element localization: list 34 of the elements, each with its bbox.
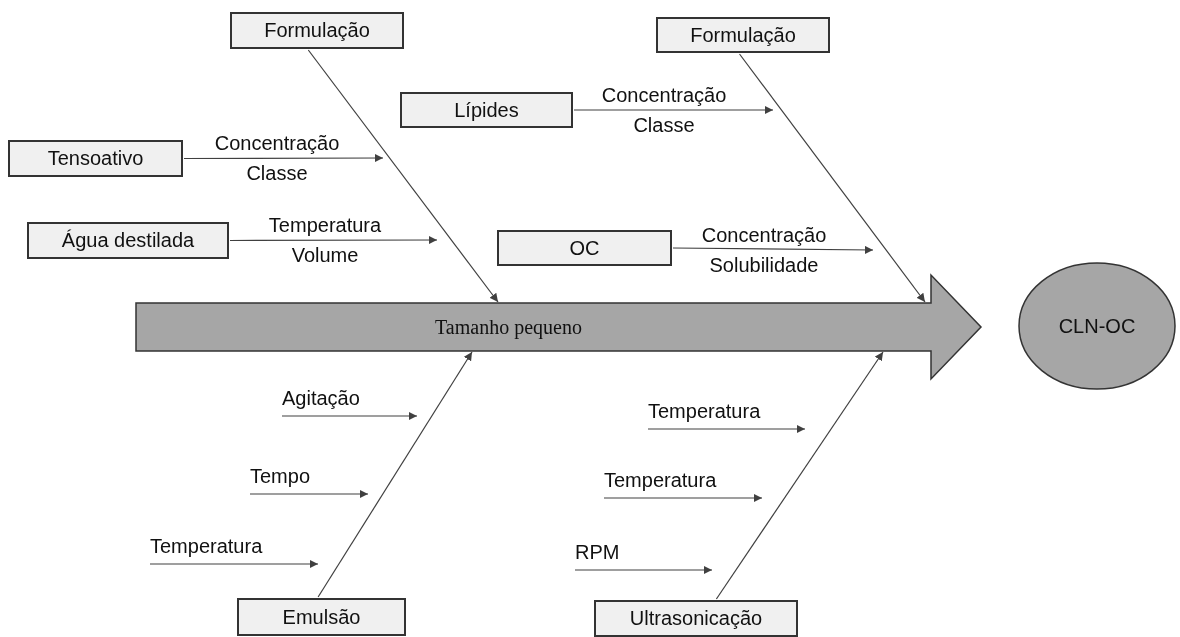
arrow [317, 351, 473, 598]
edge-label: Concentração Classe [601, 83, 727, 138]
category-box: Lípides [400, 92, 573, 128]
category-box: Ultrasonicação [594, 600, 798, 637]
edge-label: Temperatura Volume [268, 213, 382, 268]
category-box: OC [497, 230, 672, 266]
category-box: Formulação [230, 12, 404, 49]
factor-label: Temperatura [150, 530, 263, 562]
factor-label: RPM [575, 536, 620, 568]
category-box: Água destilada [27, 222, 229, 259]
factor-label: Temperatura [604, 464, 717, 496]
node-label: Tamanho pequeno [435, 315, 583, 339]
factor-label: Temperatura [648, 395, 761, 427]
edge-label: Concentração Solubilidade [701, 223, 827, 278]
arrow [281, 411, 418, 421]
arrow [715, 351, 884, 600]
arrow [149, 559, 319, 569]
arrow [672, 245, 874, 255]
arrow [307, 49, 499, 303]
arrow [738, 53, 926, 303]
arrow [603, 493, 763, 503]
category-box: Emulsão [237, 598, 406, 636]
arrow [229, 235, 438, 245]
arrow [573, 105, 774, 115]
factor-label: Tempo [250, 460, 311, 492]
node-label: CLN-OC [1058, 314, 1136, 338]
arrow [249, 489, 369, 499]
arrow [647, 424, 806, 434]
arrow [183, 153, 384, 163]
factor-label: Agitação [282, 382, 360, 414]
category-box: Formulação [656, 17, 830, 53]
arrow [574, 565, 713, 575]
category-box: Tensoativo [8, 140, 183, 177]
edge-label: Concentração Classe [214, 131, 340, 186]
